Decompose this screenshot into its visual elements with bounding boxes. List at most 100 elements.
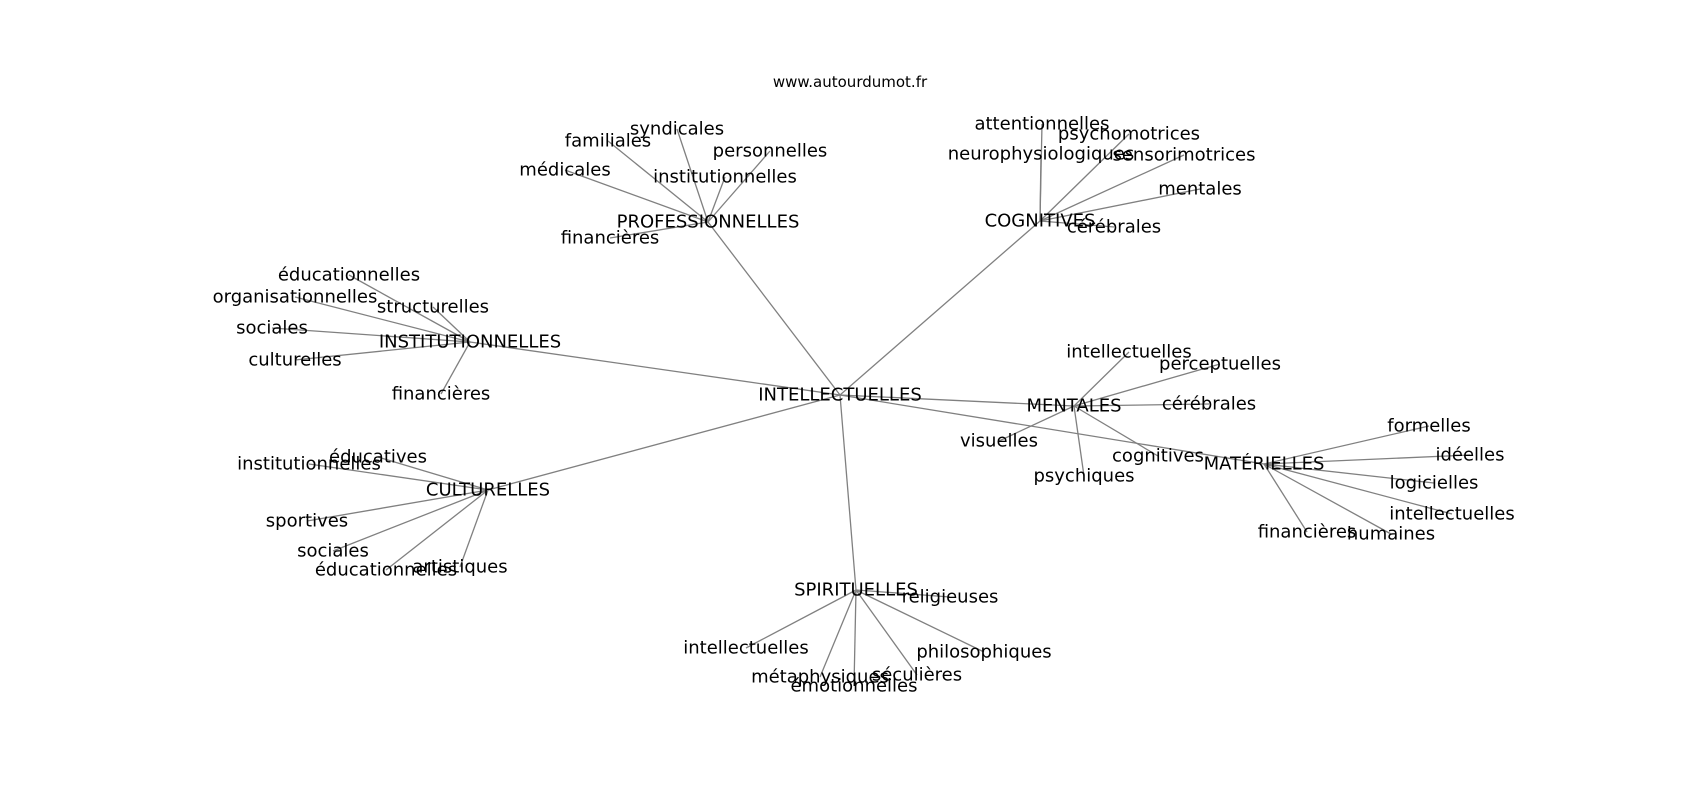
edge-root-materielles	[839, 394, 1265, 465]
leaf-node[interactable]: organisationnelles	[213, 287, 378, 308]
leaf-node[interactable]: éducationnelles	[278, 265, 420, 286]
leaf-node[interactable]: institutionnelles	[653, 167, 797, 188]
leaf-node[interactable]: institutionnelles	[237, 454, 381, 475]
edge-cognitives-leaf	[1039, 154, 1185, 222]
edge-culturelles-leaf	[308, 463, 489, 491]
edge-professionnelles-leaf	[707, 150, 771, 223]
leaf-node[interactable]: intellectuelles	[1389, 504, 1515, 525]
edge-culturelles-leaf	[385, 489, 489, 571]
leaf-node[interactable]: psychomotrices	[1058, 124, 1200, 145]
edge-spirituelles-leaf	[853, 589, 857, 687]
edge-professionnelles-leaf	[607, 140, 709, 223]
edge-mentales-leaf	[1073, 363, 1221, 407]
edge-institutionnelles-leaf	[440, 341, 471, 395]
leaf-node[interactable]: éducatives	[329, 447, 427, 468]
hub-node-professionnelles[interactable]: PROFESSIONNELLES	[617, 212, 800, 233]
edge-mentales-leaf	[998, 405, 1075, 442]
edge-culturelles-leaf	[459, 489, 489, 568]
edge-spirituelles-leaf	[855, 589, 985, 653]
hub-node-mentales[interactable]: MENTALES	[1026, 396, 1121, 417]
edge-mentales-leaf	[1073, 351, 1130, 407]
edge-institutionnelles-leaf	[432, 306, 471, 343]
edge-materielles-leaf	[1263, 454, 1471, 465]
edge-materielles-leaf	[1263, 463, 1308, 533]
leaf-node[interactable]: mentales	[1158, 179, 1242, 200]
edge-layer	[271, 123, 1471, 687]
edge-professionnelles-leaf	[676, 128, 709, 223]
edge-materielles-leaf	[1263, 463, 1435, 484]
leaf-node[interactable]: émotionnelles	[790, 676, 917, 697]
leaf-node[interactable]: logicielles	[1390, 473, 1479, 494]
edge-institutionnelles-leaf	[294, 296, 471, 343]
edge-spirituelles-leaf	[855, 589, 951, 598]
leaf-node[interactable]: sociales	[297, 541, 369, 562]
root-node[interactable]: INTELLECTUELLES	[758, 385, 922, 406]
leaf-node[interactable]: intellectuelles	[683, 638, 809, 659]
leaf-node[interactable]: culturelles	[248, 350, 341, 371]
hub-node-materielles[interactable]: MATÉRIELLES	[1204, 453, 1325, 475]
edge-mentales-leaf	[1073, 403, 1210, 407]
edge-materielles-leaf	[1263, 425, 1430, 465]
leaf-node[interactable]: structurelles	[377, 297, 489, 318]
leaf-node[interactable]: séculières	[872, 665, 962, 686]
edge-culturelles-leaf	[306, 489, 489, 522]
edge-materielles-leaf	[1263, 463, 1453, 515]
edge-root-institutionnelles	[469, 341, 841, 396]
leaf-node[interactable]: sportives	[266, 511, 348, 532]
leaf-node[interactable]: métaphysiques	[751, 667, 889, 688]
leaf-node[interactable]: perceptuelles	[1159, 354, 1281, 375]
leaf-node[interactable]: financières	[392, 384, 491, 405]
edge-institutionnelles-leaf	[294, 341, 471, 361]
hub-node-culturelles[interactable]: CULTURELLES	[426, 480, 550, 501]
edge-institutionnelles-leaf	[271, 327, 471, 343]
edge-root-spirituelles	[839, 394, 857, 591]
leaf-node[interactable]: cérébrales	[1067, 217, 1161, 238]
leaf-node[interactable]: philosophiques	[916, 642, 1051, 663]
hub-node-institutionnelles[interactable]: INSTITUTIONNELLES	[379, 332, 561, 353]
leaf-node[interactable]: financières	[561, 228, 660, 249]
leaf-node[interactable]: médicales	[519, 160, 610, 181]
edge-mentales-leaf	[1073, 405, 1159, 457]
leaf-node[interactable]: sociales	[236, 318, 308, 339]
leaf-node[interactable]: personnelles	[713, 141, 828, 162]
leaf-node[interactable]: cognitives	[1112, 446, 1204, 467]
edge-cognitives-leaf	[1039, 188, 1201, 222]
leaf-node[interactable]: artistiques	[412, 557, 507, 578]
leaf-node[interactable]: cérébrales	[1162, 394, 1256, 415]
edge-culturelles-leaf	[332, 489, 489, 552]
site-credit: www.autourdumot.fr	[772, 73, 928, 91]
hub-node-cognitives[interactable]: COGNITIVES	[985, 211, 1096, 232]
edge-root-mentales	[839, 394, 1075, 407]
edge-professionnelles-leaf	[609, 221, 709, 239]
leaf-node[interactable]: attentionnelles	[974, 114, 1109, 135]
leaf-node[interactable]: formelles	[1387, 416, 1471, 437]
leaf-node[interactable]: éducationnelles	[315, 560, 457, 581]
edge-materielles-leaf	[1263, 463, 1392, 535]
edge-cognitives-leaf	[1039, 133, 1130, 222]
edge-spirituelles-leaf	[855, 589, 918, 676]
label-layer: INTELLECTUELLES PROFESSIONNELLES syndicale…	[213, 114, 1515, 697]
edge-professionnelles-leaf	[707, 176, 726, 223]
edge-spirituelles-leaf	[745, 589, 857, 649]
edge-institutionnelles-leaf	[348, 274, 471, 343]
leaf-node[interactable]: religieuses	[902, 587, 999, 608]
leaf-node[interactable]: sensorimotrices	[1112, 145, 1255, 166]
edge-spirituelles-leaf	[819, 589, 857, 678]
leaf-node[interactable]: idéelles	[1435, 445, 1504, 466]
leaf-node[interactable]: psychiques	[1033, 466, 1134, 487]
edge-professionnelles-leaf	[564, 169, 709, 223]
leaf-node[interactable]: intellectuelles	[1066, 342, 1192, 363]
hub-node-spirituelles[interactable]: SPIRITUELLES	[794, 580, 918, 601]
edge-cognitives-leaf	[1039, 153, 1042, 222]
edge-root-professionnelles	[707, 221, 841, 396]
leaf-node[interactable]: familiales	[565, 131, 651, 152]
leaf-node[interactable]: syndicales	[630, 119, 724, 140]
leaf-node[interactable]: financières	[1258, 522, 1357, 543]
edge-culturelles-leaf	[377, 456, 489, 491]
leaf-node[interactable]: humaines	[1347, 524, 1435, 545]
edge-mentales-leaf	[1073, 405, 1085, 477]
leaf-node[interactable]: visuelles	[960, 431, 1038, 452]
edge-cognitives-leaf	[1039, 220, 1115, 228]
leaf-node[interactable]: neurophysiologiques	[948, 144, 1135, 165]
